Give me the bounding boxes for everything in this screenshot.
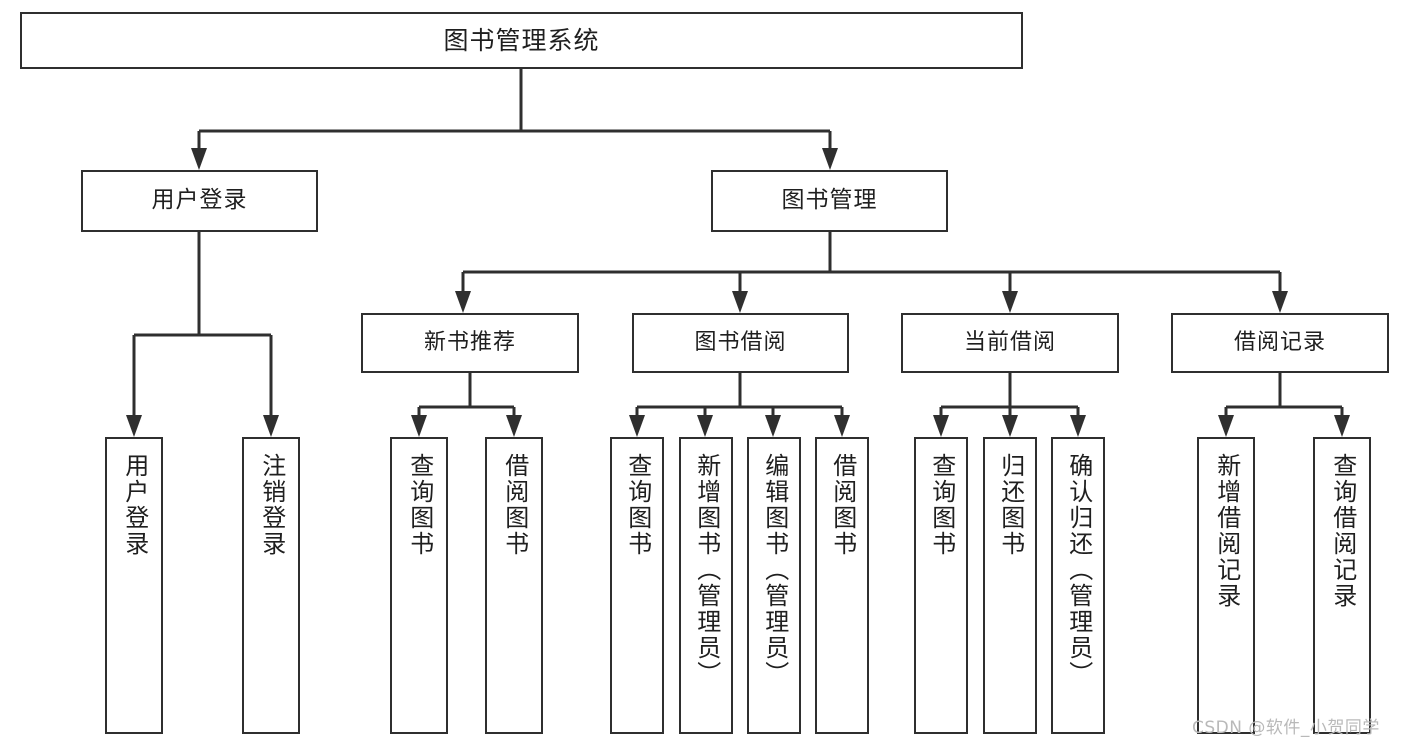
leaf-query-book-current[interactable]: 查询图书: [914, 437, 968, 734]
node-book-management[interactable]: 图书管理: [711, 170, 948, 232]
node-label: 查询图书: [405, 453, 434, 557]
node-label: 借阅图书: [500, 453, 529, 557]
node-label: 借阅记录: [1233, 330, 1326, 356]
leaf-borrow-book-recommend[interactable]: 借阅图书: [485, 437, 543, 734]
node-borrow-record[interactable]: 借阅记录: [1171, 313, 1389, 373]
leaf-add-borrow-record[interactable]: 新增借阅记录: [1197, 437, 1255, 734]
leaf-add-book-admin[interactable]: 新增图书（管理员）: [679, 437, 733, 734]
leaf-user-login[interactable]: 用户登录: [105, 437, 163, 734]
node-label: 新书推荐: [423, 330, 516, 356]
leaf-edit-book-admin[interactable]: 编辑图书（管理员）: [747, 437, 801, 734]
node-label: 图书管理系统: [443, 25, 600, 55]
node-current-borrow[interactable]: 当前借阅: [901, 313, 1119, 373]
node-label: 编辑图书（管理员）: [760, 453, 789, 687]
leaf-query-book-recommend[interactable]: 查询图书: [390, 437, 448, 734]
node-user-login[interactable]: 用户登录: [81, 170, 318, 232]
node-label: 用户登录: [120, 453, 149, 557]
leaf-return-book[interactable]: 归还图书: [983, 437, 1037, 734]
leaf-borrow-book[interactable]: 借阅图书: [815, 437, 869, 734]
node-new-book-recommend[interactable]: 新书推荐: [361, 313, 579, 373]
leaf-query-book[interactable]: 查询图书: [610, 437, 664, 734]
watermark-text: CSDN @软件_小贺同学: [1192, 718, 1380, 738]
node-label: 新增借阅记录: [1212, 453, 1241, 609]
node-root-system[interactable]: 图书管理系统: [20, 12, 1023, 69]
node-label: 借阅图书: [828, 453, 857, 557]
node-label: 用户登录: [151, 187, 248, 214]
node-label: 图书管理: [781, 187, 878, 214]
node-label: 注销登录: [257, 453, 286, 557]
node-label: 当前借阅: [963, 330, 1056, 356]
node-label: 图书借阅: [694, 330, 787, 356]
node-label: 新增图书（管理员）: [692, 453, 721, 687]
node-label: 查询图书: [927, 453, 956, 557]
node-label: 确认归还（管理员）: [1064, 453, 1093, 687]
node-label: 查询借阅记录: [1328, 453, 1357, 609]
node-label: 归还图书: [996, 453, 1025, 557]
node-label: 查询图书: [623, 453, 652, 557]
leaf-confirm-return-admin[interactable]: 确认归还（管理员）: [1051, 437, 1105, 734]
leaf-query-borrow-record[interactable]: 查询借阅记录: [1313, 437, 1371, 734]
node-book-borrow[interactable]: 图书借阅: [632, 313, 849, 373]
leaf-user-logout[interactable]: 注销登录: [242, 437, 300, 734]
